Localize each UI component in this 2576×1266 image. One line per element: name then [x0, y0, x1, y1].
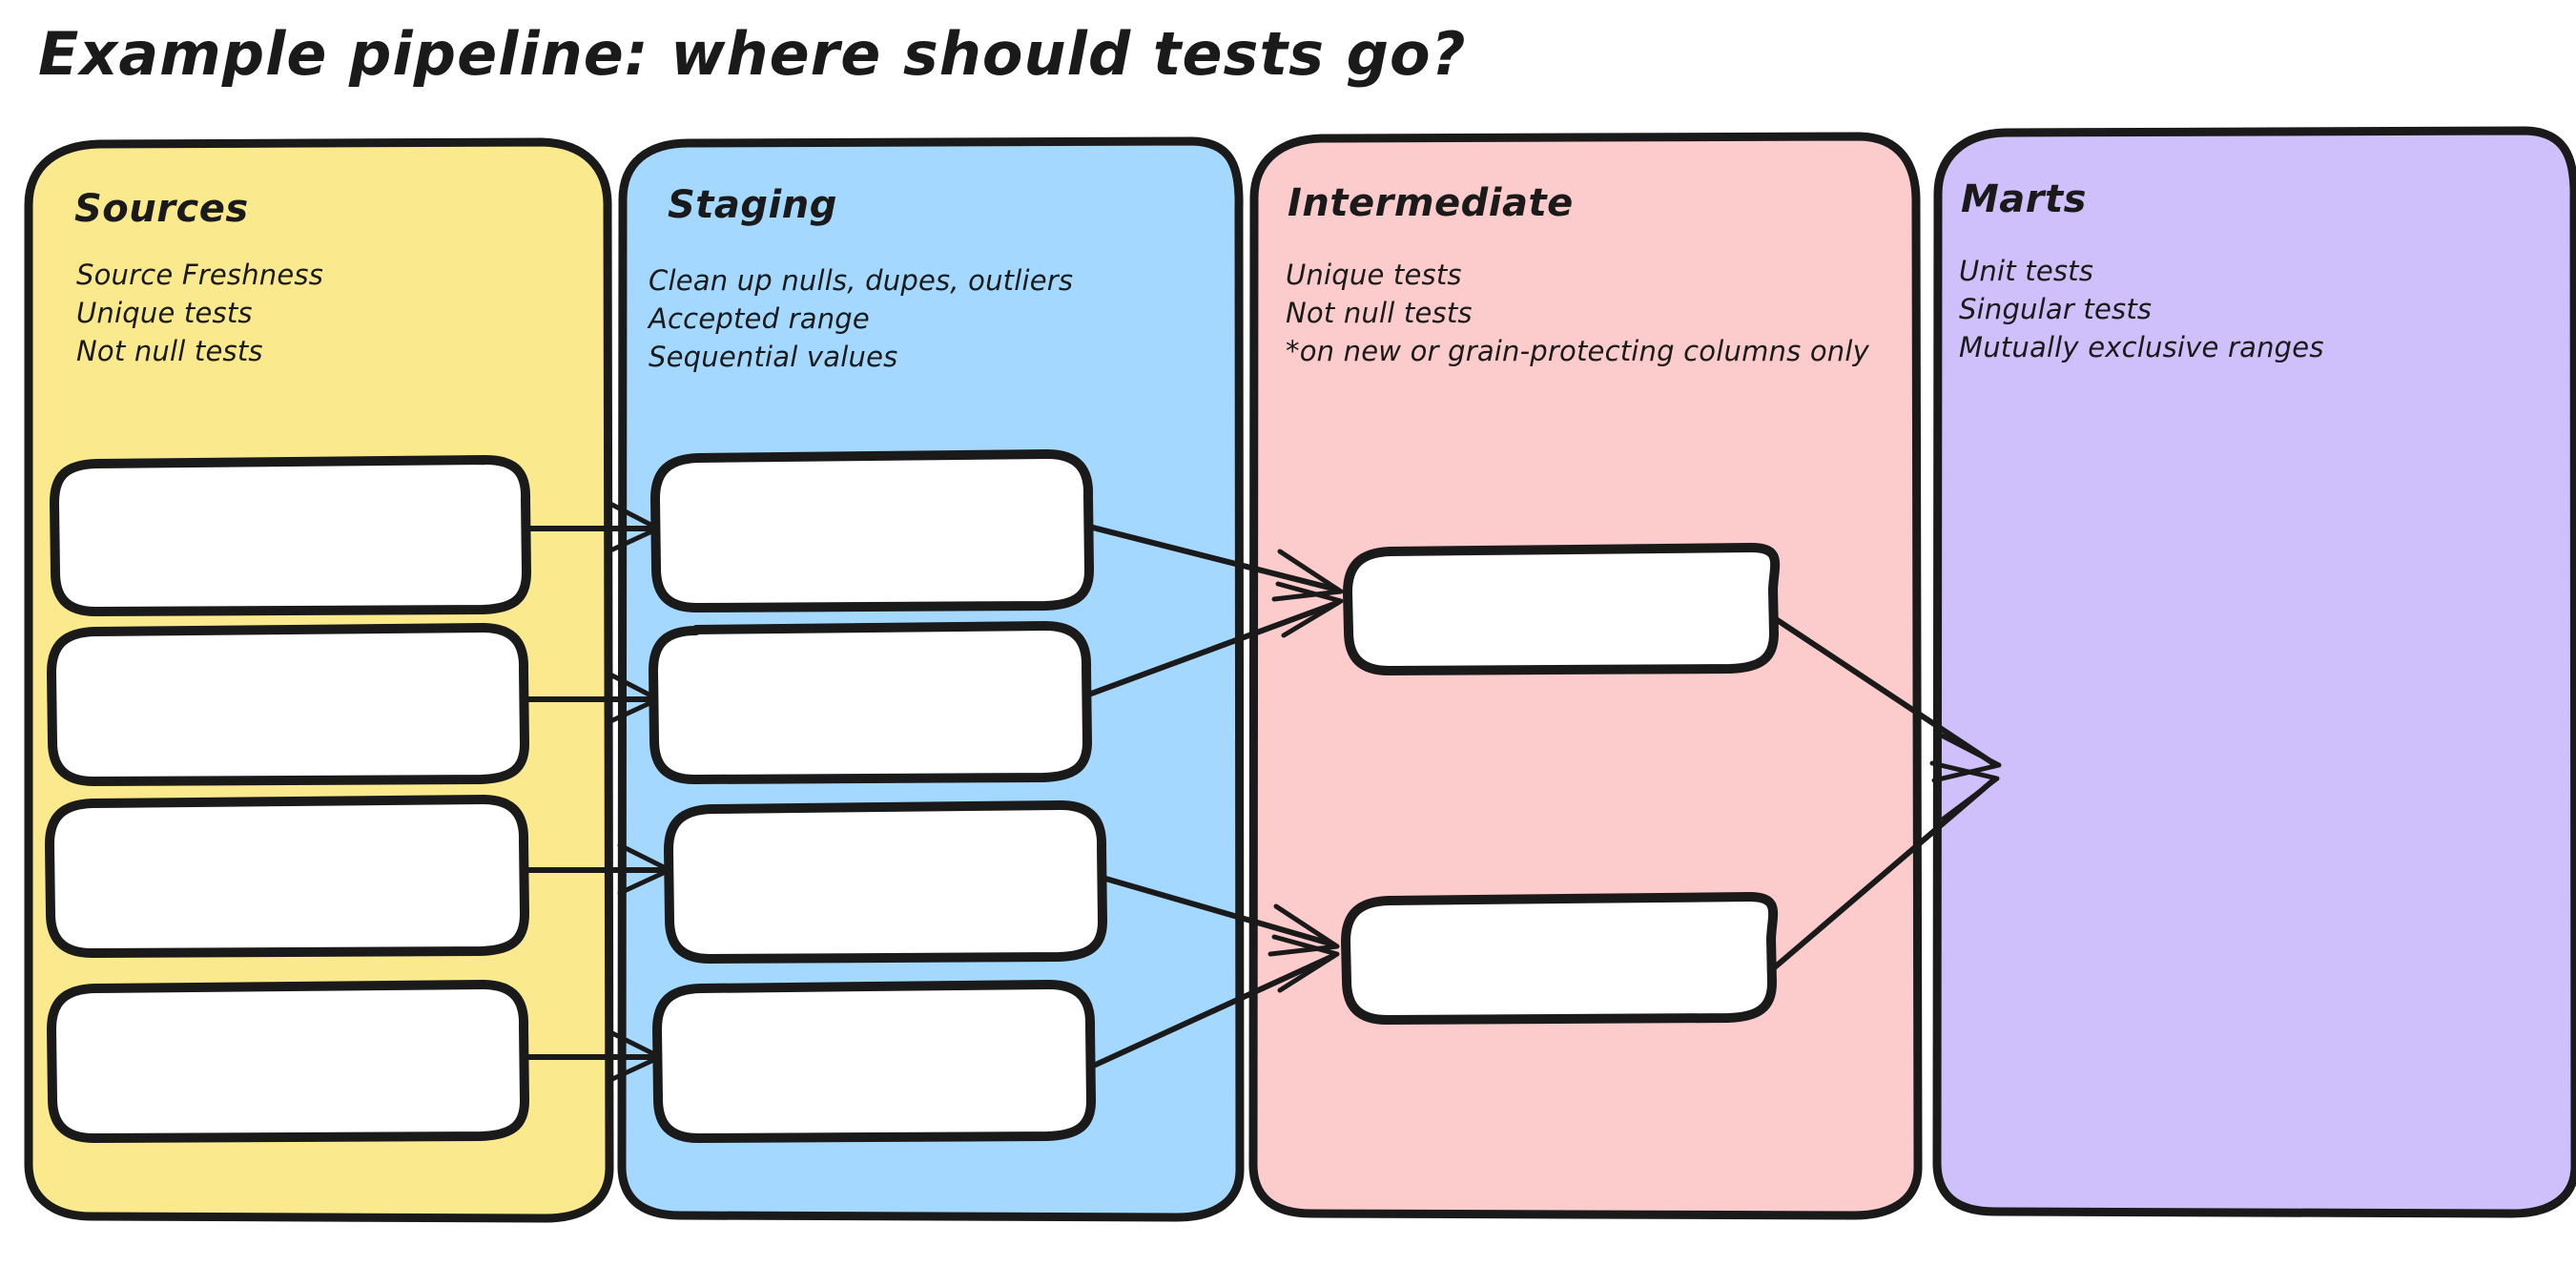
- edge-int-2-to-mart-1: [1767, 760, 2000, 974]
- marts-note-0: Unit tests: [1959, 255, 2093, 287]
- edge-stg-2-to-int-1: [1081, 581, 1344, 699]
- edge-stg-3-to-int-2: [1100, 875, 1340, 957]
- intermediate-note-2: *on new or grain-protecting columns only: [1286, 335, 1870, 367]
- edge-int-1-to-mart-1: [1767, 612, 2002, 783]
- staging-note-0: Clean up nulls, dupes, outliers: [649, 264, 1073, 297]
- node-src-1[interactable]: [50, 455, 531, 616]
- edge-stg-4-to-int-2: [1084, 934, 1340, 1071]
- node-src-4[interactable]: [47, 980, 529, 1143]
- sources-heading: Sources: [74, 187, 249, 231]
- sources-note-1: Unique tests: [76, 297, 253, 329]
- marts-note-2: Mutually exclusive ranges: [1959, 331, 2324, 363]
- sources-note-2: Not null tests: [76, 335, 263, 367]
- staging-note-2: Sequential values: [649, 341, 897, 373]
- node-stg-2[interactable]: [649, 621, 1092, 784]
- page-title: Example pipeline: where should tests go?: [38, 19, 1467, 89]
- edge-stg-1-to-int-1: [1082, 523, 1344, 602]
- node-int-2[interactable]: [1341, 892, 1779, 1025]
- marts-note-1: Singular tests: [1959, 293, 2152, 325]
- marts-heading: Marts: [1961, 177, 2087, 221]
- node-int-1[interactable]: [1343, 543, 1781, 675]
- intermediate-heading: Intermediate: [1288, 181, 1574, 225]
- intermediate-note-0: Unique tests: [1286, 259, 1462, 291]
- sources-note-0: Source Freshness: [76, 259, 323, 291]
- staging-note-1: Accepted range: [647, 302, 870, 335]
- staging-heading: Staging: [668, 183, 837, 227]
- node-stg-3[interactable]: [664, 800, 1107, 964]
- column-panel-intermediate: Intermediate Unique tests Not null tests…: [1248, 132, 1923, 1220]
- intermediate-note-1: Not null tests: [1286, 297, 1473, 329]
- node-stg-4[interactable]: [652, 980, 1096, 1143]
- node-stg-1[interactable]: [650, 449, 1094, 612]
- node-src-2[interactable]: [47, 623, 529, 786]
- marts-panel-shape: [1932, 126, 2576, 1218]
- column-panel-marts: Marts Unit tests Singular tests Mutually…: [1932, 126, 2576, 1218]
- node-src-3[interactable]: [45, 795, 529, 958]
